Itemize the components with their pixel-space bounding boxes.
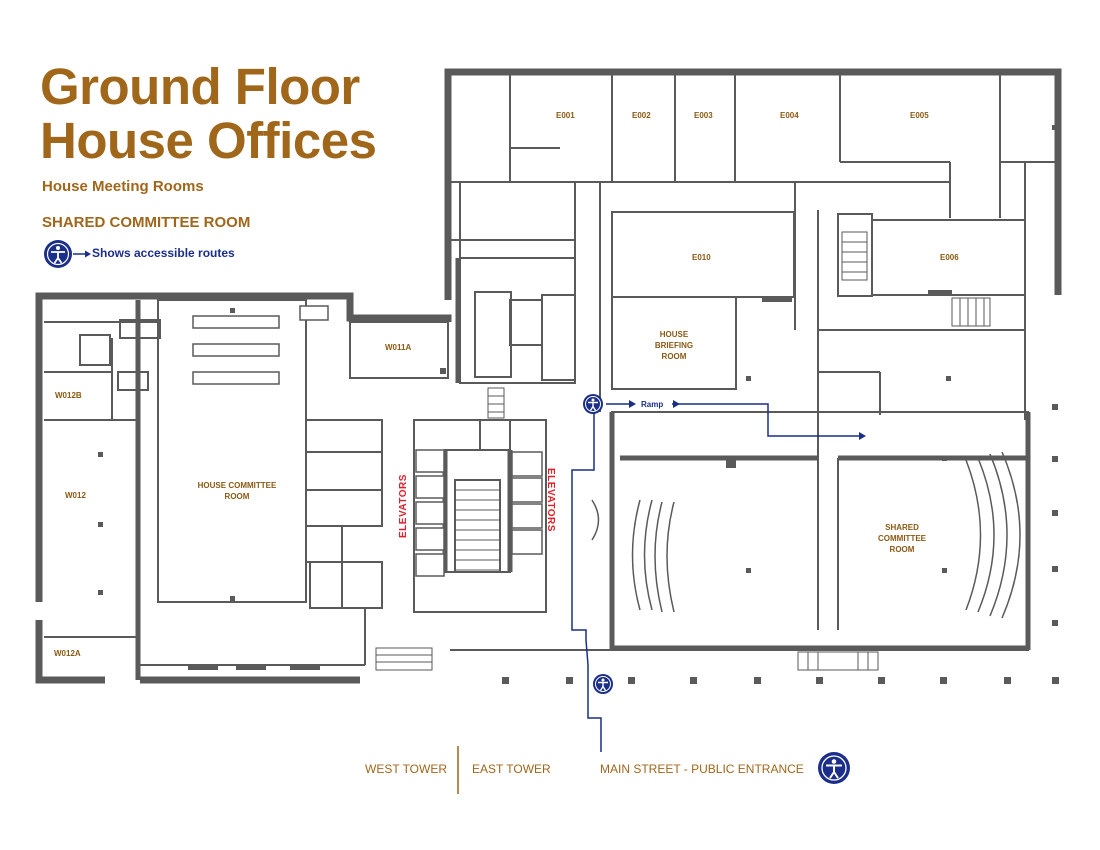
legend-accessible-routes: Shows accessible routes: [42, 238, 282, 270]
accessibility-icon: [44, 240, 72, 268]
room-label-shared-committee-line1: SHARED: [885, 523, 919, 532]
title-line-1: Ground Floor: [40, 58, 360, 115]
room-label-house-briefing-line3: ROOM: [662, 352, 687, 361]
elevator-cars: [415, 449, 543, 577]
dais-seating: [591, 451, 1021, 619]
committee-tables: [192, 305, 329, 385]
page-subtitle: House Meeting Rooms: [42, 178, 204, 195]
accessibility-icon: [593, 674, 613, 694]
accessibility-icon: [818, 752, 850, 784]
room-label-e001: E001: [556, 111, 575, 120]
page-title: Ground Floor House Offices: [40, 58, 377, 169]
room-label-e005: E005: [910, 111, 929, 120]
room-label-e004: E004: [780, 111, 799, 120]
elevators-label-east: ELEVATORS: [545, 468, 556, 532]
ramp-label: Ramp: [641, 400, 663, 409]
legend-label: Shows accessible routes: [92, 246, 235, 260]
route-arrowheads: [629, 400, 866, 440]
room-label-house-committee-line2: ROOM: [225, 492, 250, 501]
room-label-house-briefing-line1: HOUSE: [660, 330, 689, 339]
accessible-route: [571, 403, 860, 752]
west-tower-label: WEST TOWER: [365, 762, 448, 776]
main-entrance-label: MAIN STREET - PUBLIC ENTRANCE: [600, 762, 804, 776]
stairs: [375, 231, 991, 671]
room-label-e003: E003: [694, 111, 713, 120]
room-label-house-briefing-line2: BRIEFING: [655, 341, 693, 350]
accessibility-icon: [583, 394, 603, 414]
title-line-2: House Offices: [40, 112, 377, 169]
room-label-w012b: W012B: [55, 391, 82, 400]
room-label-house-committee-line1: HOUSE COMMITTEE: [198, 481, 277, 490]
room-label-w012: W012: [65, 491, 86, 500]
room-label-w012a: W012A: [54, 649, 81, 658]
room-label-shared-committee-line2: COMMITTEE: [878, 534, 927, 543]
east-tower-label: EAST TOWER: [472, 762, 551, 776]
room-label-e010: E010: [692, 253, 711, 262]
elevators-label-west: ELEVATORS: [398, 474, 409, 538]
legend-arrow-head: [85, 250, 91, 258]
room-label-shared-committee-line3: ROOM: [890, 545, 915, 554]
columns: [98, 125, 1059, 684]
room-label-e002: E002: [632, 111, 651, 120]
shared-committee-heading: SHARED COMMITTEE ROOM: [42, 214, 251, 231]
room-label-e006: E006: [940, 253, 959, 262]
structural-walls: [135, 258, 1031, 680]
exterior-walls: [35, 68, 1062, 684]
room-label-w011a: W011A: [385, 343, 411, 352]
